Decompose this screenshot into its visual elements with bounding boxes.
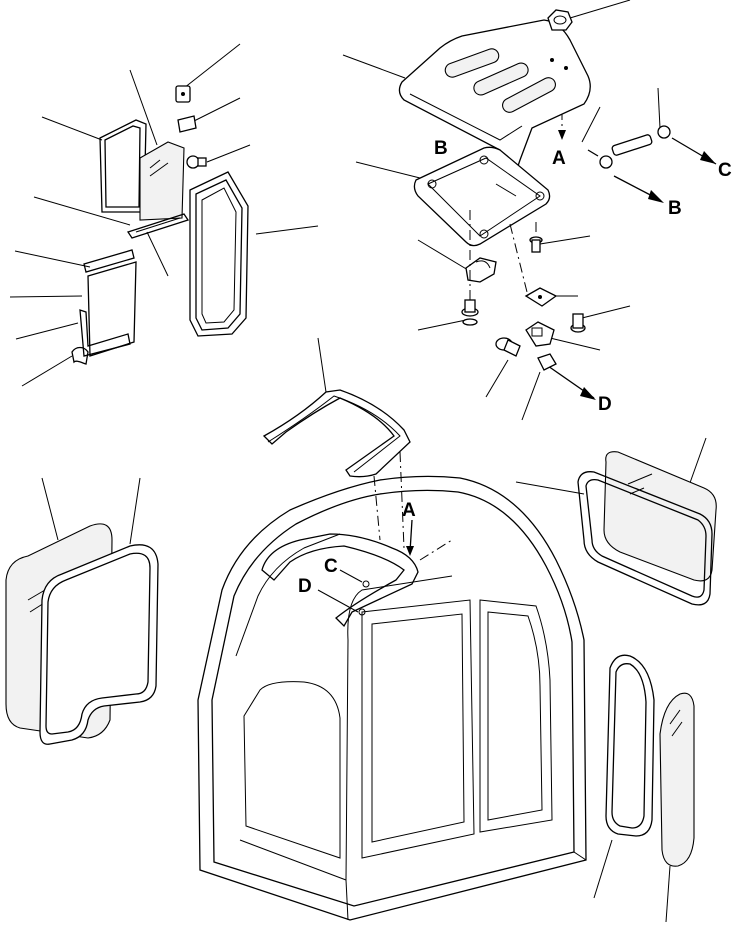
- latch-block: [525, 321, 555, 347]
- rear-window-glass: [603, 451, 717, 582]
- cab-roof-frame: [261, 533, 453, 628]
- front-lower-seal: [605, 654, 655, 837]
- door-lower-window-seal-right: [189, 171, 249, 337]
- door-upper-glass: [139, 141, 185, 221]
- rubber-stopper: [186, 155, 207, 169]
- arrow-c-icon: [700, 151, 716, 164]
- lower-glass-channel: [79, 249, 137, 357]
- roof-nut: [547, 9, 573, 31]
- roof-inner-plate: [413, 146, 551, 247]
- callout-labels: A C B B D A C D: [298, 138, 732, 597]
- front-lower-glass: [659, 692, 695, 867]
- callout-d-cab: D: [298, 576, 312, 597]
- arrow-b-icon: [648, 190, 664, 203]
- plate-dash-lines: [469, 210, 537, 300]
- callout-b-top: B: [668, 198, 682, 219]
- roof-rail-bar: [262, 389, 411, 549]
- callout-d-top: D: [598, 394, 612, 415]
- channel-clip: [71, 346, 89, 365]
- gas-spring: [587, 125, 671, 169]
- bolt-hinge: [461, 299, 479, 326]
- cab-callout-markers: [317, 519, 414, 616]
- long-bolt: [495, 337, 521, 357]
- arrow-d-icon: [580, 387, 596, 400]
- callout-b-plate: B: [434, 138, 448, 159]
- door-upper-window-seal: [99, 119, 147, 213]
- callout-a-top: A: [552, 148, 566, 169]
- callout-c-cab: C: [324, 556, 338, 577]
- rear-window-seal: [577, 471, 713, 606]
- arrows: [547, 110, 717, 400]
- roof-cover: [398, 19, 591, 192]
- bolt-small-a: [529, 236, 543, 253]
- clip-d: [537, 353, 557, 371]
- rail-strip: [126, 213, 190, 239]
- left-door-seal: [39, 544, 159, 745]
- callout-c-top: C: [718, 160, 732, 181]
- hinge-bracket: [465, 257, 497, 283]
- leader-lines: [9, 0, 707, 923]
- callout-a-cab: A: [402, 500, 416, 521]
- lock-plate: [524, 287, 558, 307]
- cab-frame: [197, 475, 587, 921]
- bolt-right: [570, 313, 586, 333]
- latch-bracket: [175, 85, 197, 133]
